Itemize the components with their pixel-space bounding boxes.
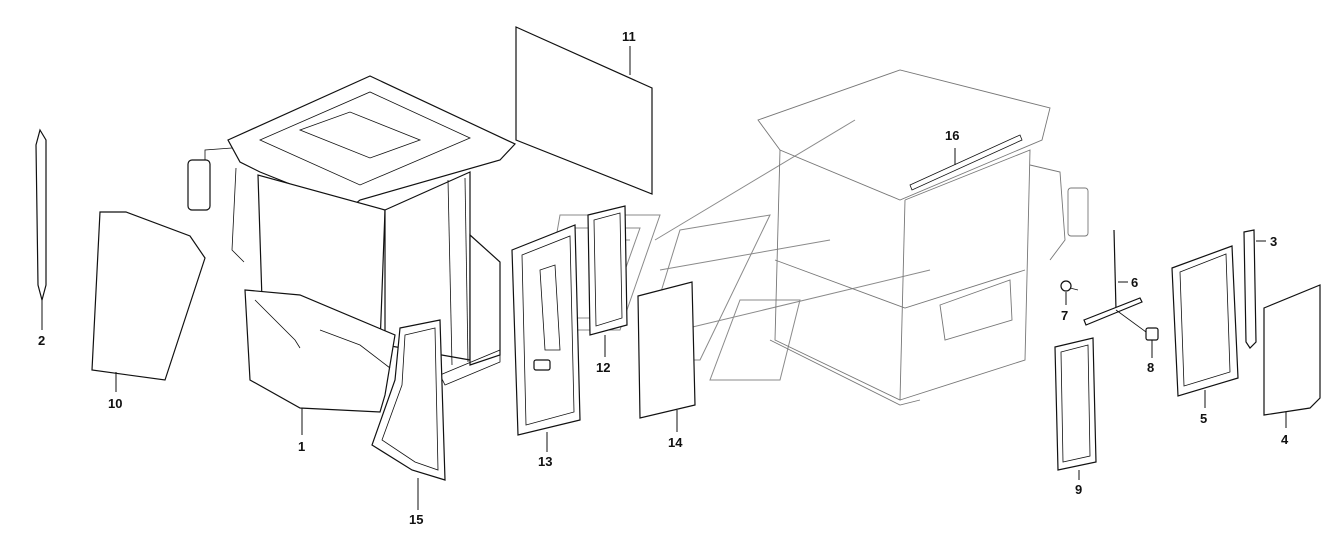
part-10-side-glass — [91, 211, 206, 392]
callout-5: 5 — [1200, 411, 1207, 426]
part-6-wiper-assembly — [1083, 229, 1147, 333]
callout-7: 7 — [1061, 308, 1068, 323]
callout-1: 1 — [298, 439, 305, 454]
part-11-roof-glass — [515, 26, 653, 195]
callout-14: 14 — [668, 435, 683, 450]
part-3-seal-strip — [1243, 229, 1266, 349]
callout-2: 2 — [38, 333, 45, 348]
callout-labels: 1 2 3 4 5 6 7 8 9 10 11 12 13 14 15 16 — [38, 29, 1289, 527]
callout-6: 6 — [1131, 275, 1138, 290]
part-13-door — [511, 224, 581, 452]
part-15-front-curved-glass — [371, 319, 446, 510]
part-8-nut — [1145, 327, 1159, 358]
part-12-door-glass — [587, 205, 628, 357]
callout-9: 9 — [1075, 482, 1082, 497]
part-1-cab-body — [187, 75, 517, 435]
callout-13: 13 — [538, 454, 552, 469]
part-7-bolt — [1060, 280, 1079, 305]
callout-3: 3 — [1270, 234, 1277, 249]
part-5-framed-window — [1171, 245, 1239, 408]
callout-12: 12 — [596, 360, 610, 375]
callout-16: 16 — [945, 128, 959, 143]
callout-11: 11 — [622, 29, 636, 44]
part-14-glass-pane — [637, 281, 696, 432]
part-4-side-glass — [1263, 284, 1321, 428]
callout-10: 10 — [108, 396, 122, 411]
part-9-glass-panel — [1054, 337, 1097, 480]
callout-15: 15 — [409, 512, 423, 527]
assembled-cab-ghost — [757, 69, 1089, 406]
part-2-narrow-glass — [35, 128, 47, 330]
callout-8: 8 — [1147, 360, 1154, 375]
callout-4: 4 — [1281, 432, 1289, 447]
